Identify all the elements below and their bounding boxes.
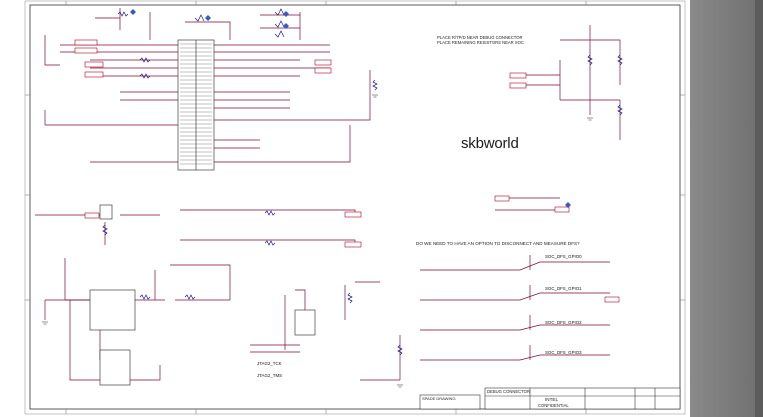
net-flags [74, 39, 620, 303]
viewer-side-panel [690, 0, 763, 417]
gpio-label-1: SOC_DFS_GPIO1 [545, 286, 582, 291]
title-company: INTEL [545, 397, 559, 402]
watermark-text: skbworld [461, 135, 519, 152]
gpio-label-0: SOC_DFS_GPIO0 [545, 254, 582, 259]
schematic-drawing [24, 0, 686, 415]
connector-pins [180, 43, 212, 165]
zone-ticks [25, 1, 685, 414]
ground-symbols [42, 94, 593, 388]
title-drawing-label: SPADE DRAWING [422, 396, 456, 401]
schematic-sheet: PLACE R/TP/D NEAR DEBUG CONNECTOR PLACE … [0, 0, 690, 417]
ic-packages [89, 204, 316, 386]
top-note-line2: PLACE REMAINING RESISTORS NEAR SOC [437, 40, 524, 45]
test-points [130, 9, 571, 208]
title-confidentiality: CONFIDENTIAL [538, 403, 569, 408]
jtag-label-tck: JTAG2_TCK [257, 361, 282, 366]
gpio-label-3: SOC_DFS_GPIO3 [545, 350, 582, 355]
dfs-note: DO WE NEED TO HAVE AN OPTION TO DISCONNE… [416, 241, 580, 246]
sheet-title: DEBUG CONNECTOR [487, 389, 530, 394]
title-block-lines [419, 387, 681, 410]
components [102, 8, 623, 356]
top-note-line1: PLACE R/TP/D NEAR DEBUG CONNECTOR [437, 35, 523, 40]
jtag-label-tms: JTAG2_TMS [257, 373, 283, 378]
gpio-label-2: SOC_DFS_GPIO2 [545, 320, 582, 325]
vertical-scrollbar[interactable] [755, 0, 763, 417]
debug-connector [177, 39, 215, 171]
sheet-frame [29, 4, 681, 410]
signal-wires [35, 8, 621, 381]
